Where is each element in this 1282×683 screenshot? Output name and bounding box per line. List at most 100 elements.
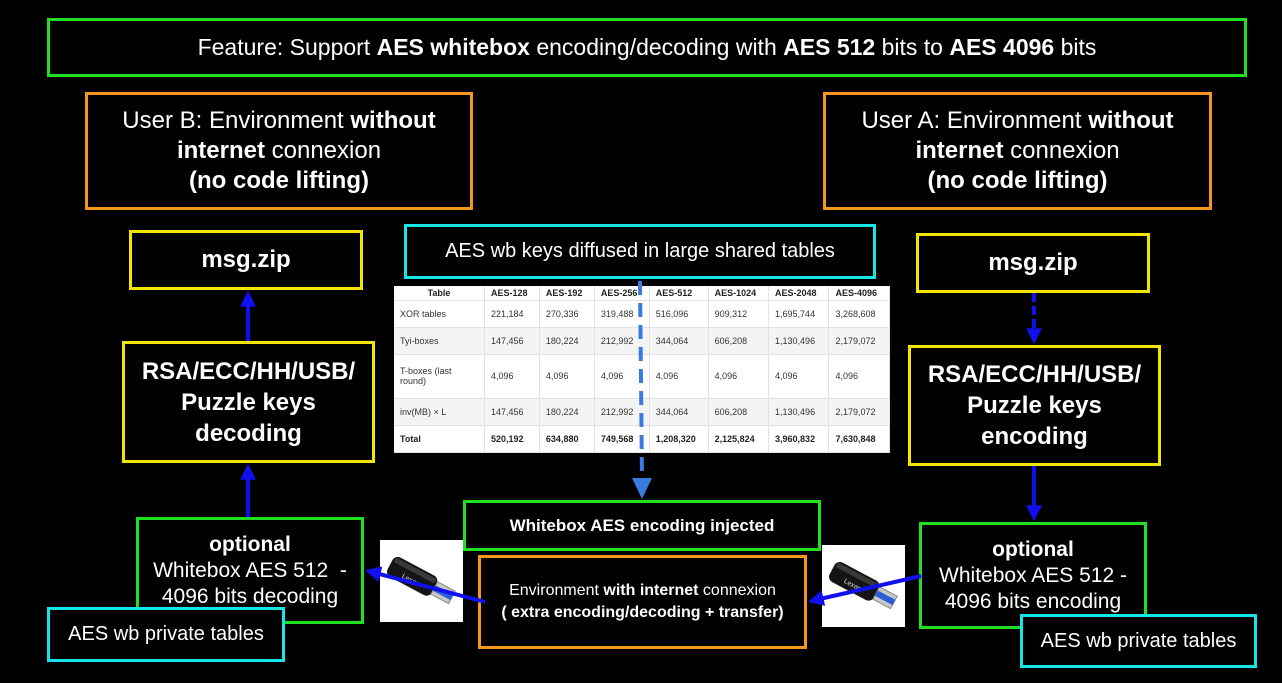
- msg-zip-left: msg.zip: [129, 230, 363, 290]
- title-text-4: bits: [1054, 34, 1097, 60]
- title-text-2: encoding/decoding with: [529, 34, 784, 60]
- user-a-bold-internet: internet: [915, 137, 1004, 164]
- table-cell: T-boxes (last round): [394, 354, 485, 400]
- table-cell: 4,096: [649, 354, 709, 400]
- env-extra-line: ( extra encoding/decoding + transfer): [501, 604, 784, 621]
- table-header-cell: AES-512: [649, 286, 709, 301]
- table-cell: 180,224: [539, 398, 595, 427]
- table-header-cell: AES-192: [539, 286, 595, 301]
- rsa-encoding-box: RSA/ECC/HH/USB/ Puzzle keys encoding: [908, 345, 1161, 466]
- table-cell: 1,695,744: [768, 300, 830, 328]
- table-cell: 606,208: [708, 327, 770, 355]
- table-cell: 3,960,832: [768, 425, 830, 453]
- optional-decoding-box: optional Whitebox AES 512 - 4096 bits de…: [136, 517, 364, 624]
- dashed-line-shared-to-injected: [638, 280, 644, 479]
- rsa-right-line-3: encoding: [981, 423, 1088, 450]
- feature-title: Feature: Support AES whitebox encoding/d…: [47, 18, 1247, 77]
- table-cell: 4,096: [539, 354, 595, 400]
- table-header-cell: AES-256: [594, 286, 650, 301]
- rsa-left-line-3: decoding: [195, 419, 302, 447]
- title-bold-3: AES 4096: [949, 34, 1055, 60]
- user-b-bold-internet: internet: [176, 137, 265, 164]
- table-cell: 4,096: [768, 354, 830, 400]
- table-cell: 909,312: [708, 300, 770, 328]
- env-text: Environment: [509, 582, 604, 599]
- user-a-connexion: connexion: [1003, 137, 1120, 164]
- env-connexion: connexion: [698, 582, 776, 599]
- arrow-env-to-optional-left: [364, 566, 486, 604]
- rsa-left-line-1: RSA/ECC/HH/USB/: [141, 357, 356, 385]
- table-cell: 3,268,608: [828, 300, 890, 328]
- shared-tables-label: AES wb keys diffused in large shared tab…: [445, 240, 835, 262]
- table-header-cell: AES-1024: [708, 286, 770, 301]
- dashed-arrow-head: [632, 478, 652, 499]
- private-tables-right: AES wb private tables: [1020, 614, 1257, 668]
- whitebox-injected-box: Whitebox AES encoding injected: [463, 500, 821, 551]
- table-cell: 1,130,496: [768, 398, 830, 427]
- private-tables-right-label: AES wb private tables: [1040, 629, 1237, 652]
- table-cell: 221,184: [484, 300, 540, 328]
- whitebox-injected-label: Whitebox AES encoding injected: [509, 515, 775, 535]
- table-cell: 520,192: [484, 425, 540, 453]
- user-a-box: User A: Environment without internet con…: [823, 92, 1212, 210]
- table-cell: 180,224: [539, 327, 595, 355]
- table-cell: 2,179,072: [828, 327, 890, 355]
- optional-left-line-2: Whitebox AES 512 -: [153, 558, 347, 582]
- table-cell: 516,096: [649, 300, 709, 328]
- table-cell: 344,064: [649, 327, 709, 355]
- title-bold-2: AES 512: [783, 34, 876, 60]
- user-a-no-code-lifting: (no code lifting): [927, 167, 1108, 194]
- usb-stick-icon: Lexar: [829, 561, 898, 610]
- internet-environment-box: Environment with internet connexion ( ex…: [478, 555, 807, 649]
- table-header-cell: AES-4096: [828, 286, 890, 301]
- user-b-text: User B: Environment: [122, 107, 351, 134]
- rsa-right-line-1: RSA/ECC/HH/USB/: [927, 361, 1142, 388]
- optional-right-line-2: Whitebox AES 512 -: [939, 563, 1127, 587]
- user-b-bold-without: without: [350, 107, 436, 134]
- table-cell: 147,456: [484, 398, 540, 427]
- table-cell: 2,179,072: [828, 398, 890, 427]
- table-cell: 634,880: [539, 425, 595, 453]
- table-header-cell: AES-2048: [768, 286, 830, 301]
- table-cell: Tyi-boxes: [394, 327, 485, 355]
- rsa-decoding-box: RSA/ECC/HH/USB/ Puzzle keys decoding: [122, 341, 375, 463]
- rsa-right-line-2: Puzzle keys: [967, 392, 1102, 419]
- table-header-cell: AES-128: [484, 286, 540, 301]
- user-b-connexion: connexion: [264, 137, 382, 164]
- title-text-3: bits to: [875, 34, 950, 60]
- table-cell: 1,130,496: [768, 327, 830, 355]
- env-bold-with-internet: with internet: [603, 582, 699, 599]
- msg-zip-right: msg.zip: [916, 233, 1150, 293]
- table-cell: 606,208: [708, 398, 770, 427]
- table-header-cell: Table: [394, 286, 485, 301]
- title-bold-1: AES whitebox: [376, 34, 530, 60]
- table-cell: 4,096: [484, 354, 540, 400]
- usb-stick-right-image: Lexar: [822, 545, 905, 627]
- msg-zip-right-label: msg.zip: [988, 249, 1078, 276]
- table-cell: 4,096: [828, 354, 890, 400]
- private-tables-left: AES wb private tables: [47, 607, 285, 662]
- private-tables-left-label: AES wb private tables: [68, 623, 264, 645]
- optional-left-line-3: 4096 bits decoding: [161, 584, 339, 608]
- msg-zip-left-label: msg.zip: [201, 246, 291, 273]
- table-cell: 270,336: [539, 300, 595, 328]
- arrow-optional-right-to-env: [807, 574, 922, 606]
- table-cell: 4,096: [708, 354, 770, 400]
- table-cell: 147,456: [484, 327, 540, 355]
- user-a-bold-without: without: [1088, 107, 1174, 134]
- table-cell: 2,125,824: [708, 425, 770, 453]
- user-a-text: User A: Environment: [861, 107, 1089, 134]
- title-text-1: Feature: Support: [197, 34, 377, 60]
- optional-left-title: optional: [209, 532, 291, 556]
- table-cell: 344,064: [649, 398, 709, 427]
- table-cell: 7,630,848: [828, 425, 890, 453]
- usb-stick-left-image: Lexar: [380, 540, 463, 622]
- user-b-no-code-lifting: (no code lifting): [189, 167, 369, 194]
- optional-right-title: optional: [992, 537, 1074, 561]
- table-cell: 1,208,320: [649, 425, 709, 453]
